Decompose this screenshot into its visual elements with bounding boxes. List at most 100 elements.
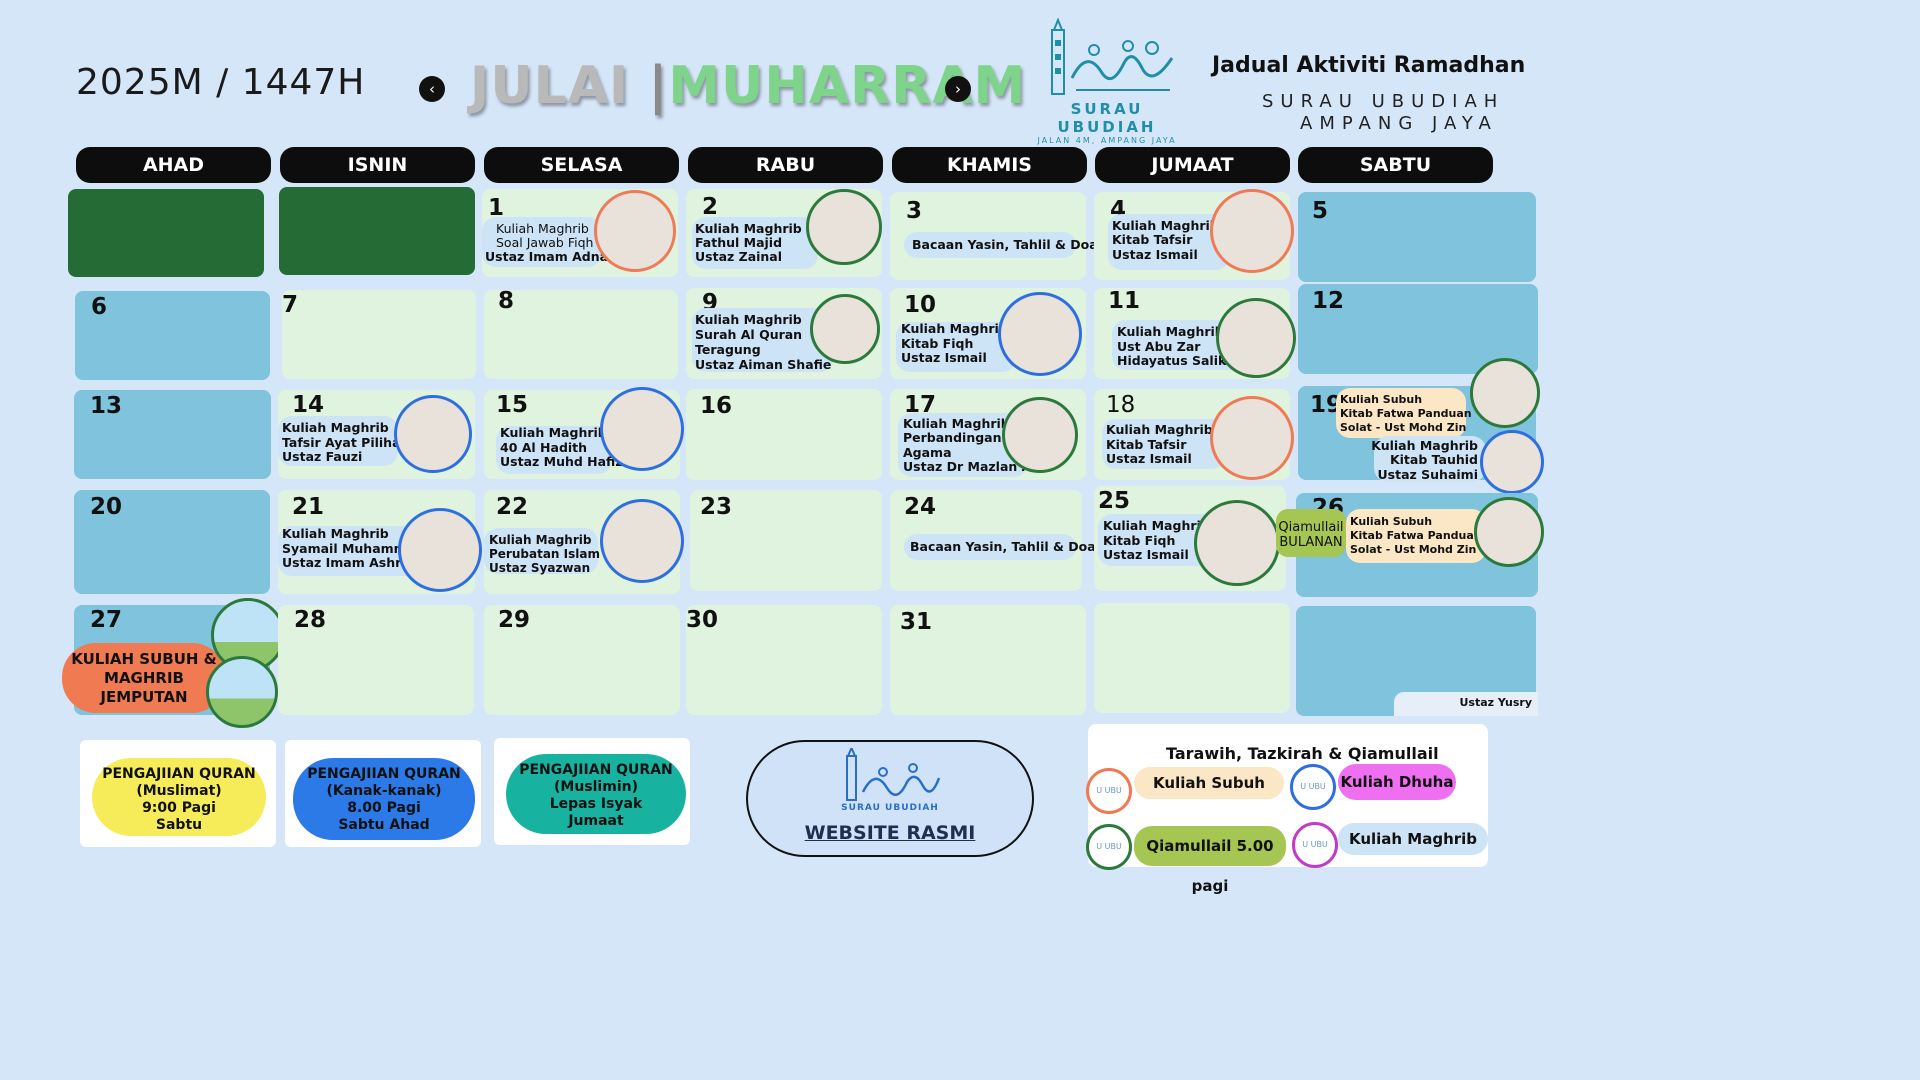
dayhead-selasa: SELASA (484, 147, 679, 183)
date-number: 7 (282, 292, 299, 318)
day-cell-9[interactable]: 9 Kuliah Maghrib Surah Al Quran Teragung… (686, 288, 882, 379)
day-cell-24[interactable]: 24 Bacaan Yasin, Tahlil & Doa (890, 490, 1096, 591)
date-number: 8 (498, 288, 515, 314)
event-line: Ustaz Syazwan (489, 561, 591, 575)
day-cell-11[interactable]: 11 Kuliah Maghrib Ust Abu Zar Hidayatus … (1094, 288, 1296, 379)
event-line: Bacaan Yasin, Tahlil & Doa (910, 539, 1096, 554)
day-cell-25[interactable]: 25 Kuliah Maghrib Kitab Fiqh Ustaz Ismai… (1094, 486, 1286, 591)
day-cell-20[interactable]: 20 (74, 490, 270, 594)
event-line: Kitab Tauhid (1389, 452, 1478, 467)
website-logo-name: SURAU UBUDIAH (841, 803, 939, 813)
prev-month-button[interactable]: ‹ (419, 76, 445, 102)
program-line: PENGAJIIAN QURAN (307, 766, 461, 782)
event-line: MAGHRIB (104, 669, 184, 687)
event-pill (904, 232, 1076, 258)
program-line: PENGAJIIAN QURAN (519, 762, 673, 778)
org-name-line2: AMPANG JAYA (1300, 113, 1498, 134)
day-cell-2[interactable]: 2 Kuliah Maghrib Fathul Majid Ustaz Zain… (686, 189, 882, 277)
day-cell-8[interactable]: 8 (484, 288, 678, 379)
event-pill (896, 322, 1016, 372)
program-line: (Muslimat) (136, 783, 222, 799)
day-cell-3[interactable]: 3 Bacaan Yasin, Tahlil & Doa (890, 192, 1098, 280)
program-line: 9:00 Pagi (142, 800, 216, 816)
date-number: 3 (906, 198, 923, 224)
legend-qiamullail: Qiamullail 5.00 pagi (1134, 826, 1286, 895)
date-number: 14 (292, 392, 325, 418)
day-cell-23[interactable]: 23 (690, 490, 882, 591)
day-cell-26[interactable]: 26 Qiamullail BULANAN Kuliah Subuh Kitab… (1276, 493, 1544, 597)
event-line: Kitab Tafsir (1106, 437, 1187, 452)
event-line: Ustaz Imam Adnan (485, 249, 617, 264)
event-pill-subuh (1336, 388, 1466, 438)
legend-kuliah-maghrib: Kuliah Maghrib (1338, 823, 1488, 855)
date-number: 16 (700, 393, 733, 419)
year-label: 2025M / 1447H (76, 62, 366, 103)
event-line: Ust Abu Zar (1117, 339, 1201, 354)
day-cell-empty (1094, 603, 1290, 713)
month-hijri: MUHARRAM (668, 56, 1027, 116)
day-cell-16[interactable]: 16 (686, 389, 882, 480)
speaker-avatar (1210, 396, 1294, 480)
day-cell-1[interactable]: 1 Kuliah Maghrib Soal Jawab Fiqh Ustaz I… (482, 189, 678, 277)
event-line: Solat - Ust Mohd Zin (1350, 543, 1477, 556)
event-line: Kuliah Maghrib (1371, 438, 1478, 453)
day-cell-30[interactable]: 30 (686, 605, 882, 715)
day-cell-4[interactable]: 4 Kuliah Maghrib Kitab Tafsir Ustaz Isma… (1094, 189, 1294, 280)
day-cell-17[interactable]: 17 Kuliah Maghrib Perbandingan Agama Ust… (890, 389, 1086, 480)
date-number: 23 (700, 494, 733, 520)
event-line: Kuliah Maghrib (1103, 518, 1210, 533)
day-cell-7[interactable]: 7 (282, 290, 476, 379)
event-line: Fathul Majid (695, 235, 783, 250)
event-line: Kuliah Maghrib (500, 425, 607, 440)
event-line: Kuliah Subuh (1350, 515, 1433, 528)
day-cell-5[interactable]: 5 (1298, 192, 1536, 282)
speaker-avatar (998, 292, 1082, 376)
next-month-button[interactable]: › (945, 76, 971, 102)
day-cell-empty (279, 187, 475, 275)
website-link[interactable]: SURAU UBUDIAH WEBSITE RASMI (746, 740, 1034, 857)
day-cell-6[interactable]: 6 (75, 291, 270, 380)
event-pill (1102, 419, 1226, 469)
event-line: Kuliah Maghrib (282, 420, 389, 435)
speaker-name-tag: Ustaz Yusry (1394, 692, 1538, 716)
date-number: 12 (1312, 288, 1345, 314)
event-line: Kuliah Maghrib (695, 312, 802, 327)
day-cell-31[interactable]: 31 (890, 605, 1086, 715)
day-cell-21[interactable]: 21 Kuliah Maghrib Syamail Muhammadiyah U… (278, 490, 482, 594)
event-line: Ustaz Imam Ashraff (282, 555, 420, 570)
event-line: Kitab Fiqh (1103, 533, 1176, 548)
website-label[interactable]: WEBSITE RASMI (804, 822, 976, 844)
day-cell-14[interactable]: 14 Kuliah Maghrib Tafsir Ayat Pilihan Us… (278, 390, 475, 479)
date-number: 15 (496, 392, 529, 418)
event-pill (482, 217, 602, 267)
day-cell-28[interactable]: 28 (278, 605, 474, 715)
day-cell-13[interactable]: 13 (74, 390, 271, 479)
day-cell-29[interactable]: 29 (484, 605, 680, 715)
event-line: Ustaz Muhd Hafiz (500, 454, 623, 469)
date-number: 22 (496, 494, 529, 520)
program-line: PENGAJIIAN QURAN (102, 766, 256, 782)
speaker-avatar (806, 189, 882, 265)
event-line: Tafsir Ayat Pilihan (282, 435, 410, 450)
speaker-avatar (1470, 358, 1540, 428)
day-cell-19[interactable]: 19 Kuliah Subuh Kitab Fatwa Panduan Sola… (1298, 358, 1544, 494)
program-card: PENGAJIIAN QURAN (Muslimat) 9:00 Pagi Sa… (80, 740, 276, 847)
program-badge-muslimin: PENGAJIIAN QURAN (Muslimin) Lepas Isyak … (506, 754, 686, 834)
day-cell-18[interactable]: 18 Kuliah Maghrib Kitab Tafsir Ustaz Ism… (1094, 389, 1294, 480)
event-line: Perbandingan (903, 430, 1002, 445)
legend-title: Tarawih, Tazkirah & Qiamullail (1166, 744, 1439, 763)
day-cell-15[interactable]: 15 Kuliah Maghrib 40 Al Hadith Ustaz Muh… (484, 387, 684, 479)
event-line: Ustaz Aiman Shafie (695, 357, 832, 372)
program-line: (Muslimin) (554, 779, 638, 795)
event-line: Soal Jawab Fiqh (496, 235, 594, 250)
placeholder-avatar (206, 656, 278, 728)
speaker-avatar (394, 395, 472, 473)
event-line: Qiamullail (1278, 520, 1344, 535)
day-cell-10[interactable]: 10 Kuliah Maghrib Kitab Fiqh Ustaz Ismai… (890, 288, 1086, 379)
event-line: Ustaz Suhaimi (1377, 467, 1478, 482)
date-number: 27 (90, 607, 123, 633)
event-line: 40 Al Hadith (500, 440, 588, 455)
date-number: 21 (292, 494, 325, 520)
day-cell-22[interactable]: 22 Kuliah Maghrib Perubatan Islam Ustaz … (484, 490, 684, 594)
website-logo-icon: SURAU UBUDIAH (841, 745, 941, 813)
